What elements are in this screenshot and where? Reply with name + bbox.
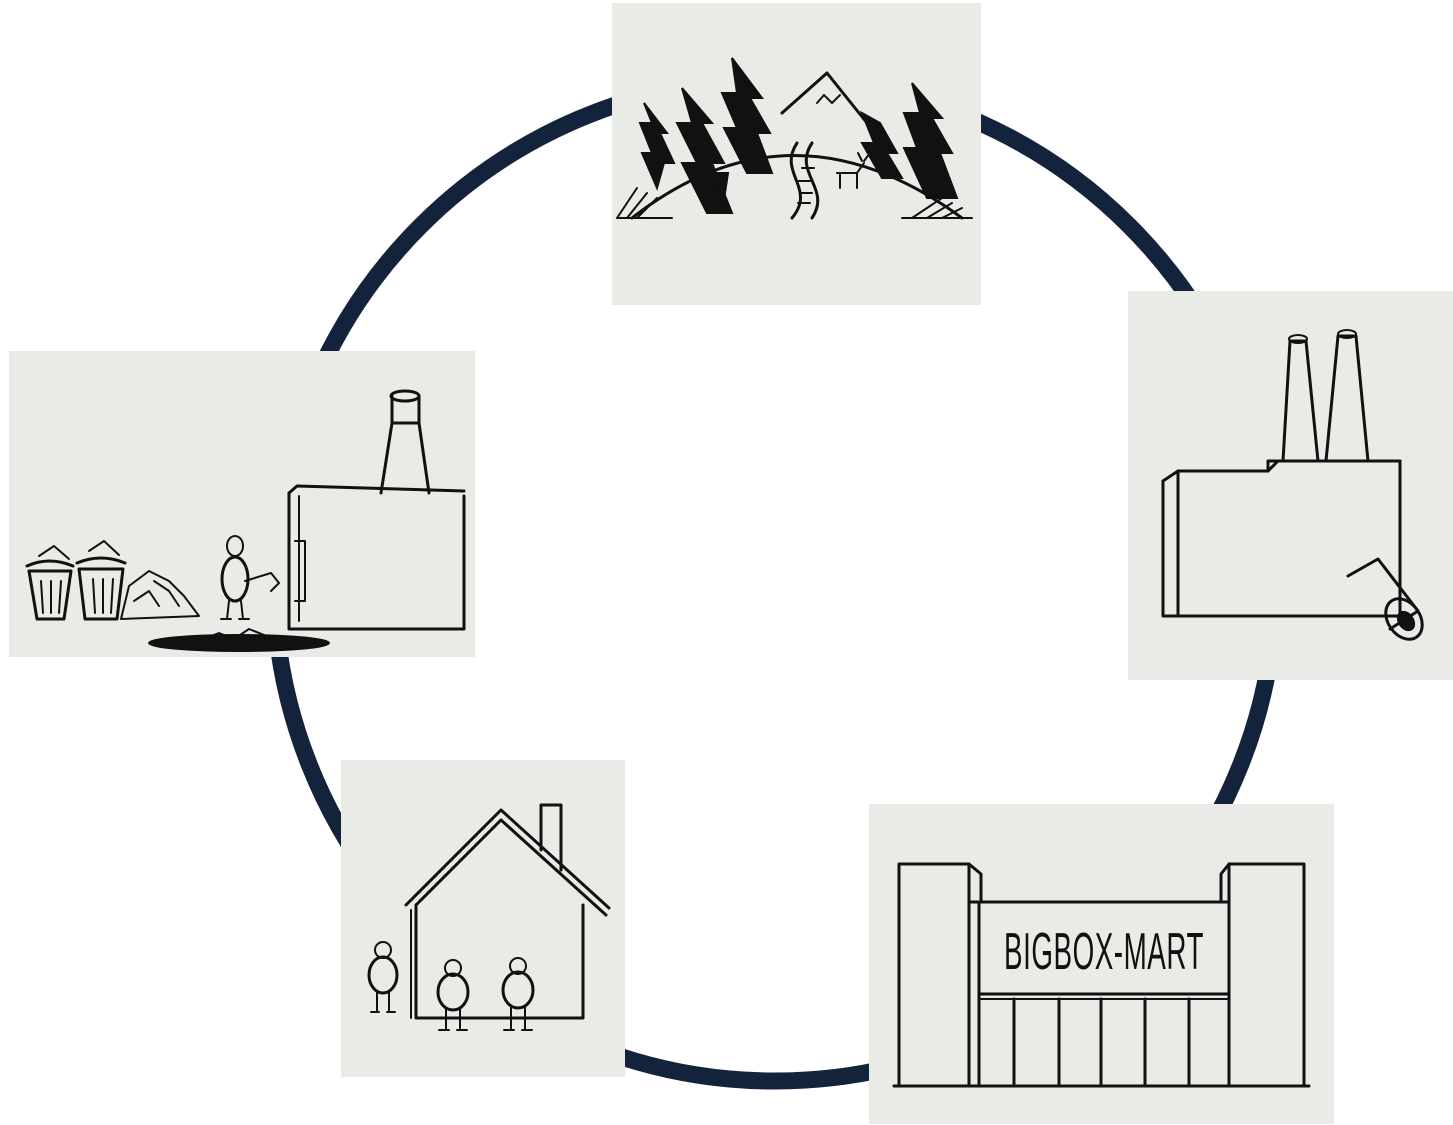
forest-mountain-icon	[616, 57, 973, 220]
store-sign-text: BIGBOX-MART	[1004, 923, 1204, 981]
landfill-incinerator-icon	[25, 389, 466, 652]
factory-stage-panel	[1128, 291, 1453, 680]
garbage-cans	[25, 540, 200, 621]
waste-stage-panel	[9, 351, 475, 657]
person-figure	[436, 959, 470, 1031]
person-figure	[501, 957, 535, 1031]
house-with-people-icon	[367, 803, 611, 1031]
store-stage-panel: BIGBOX-MART	[869, 804, 1334, 1124]
nature-stage-panel	[612, 3, 981, 305]
factory-icon	[1161, 329, 1424, 641]
store-icon: BIGBOX-MART	[892, 862, 1311, 1088]
person-figure	[367, 941, 399, 1013]
house-stage-panel	[341, 760, 625, 1077]
worker-figure	[220, 535, 280, 620]
